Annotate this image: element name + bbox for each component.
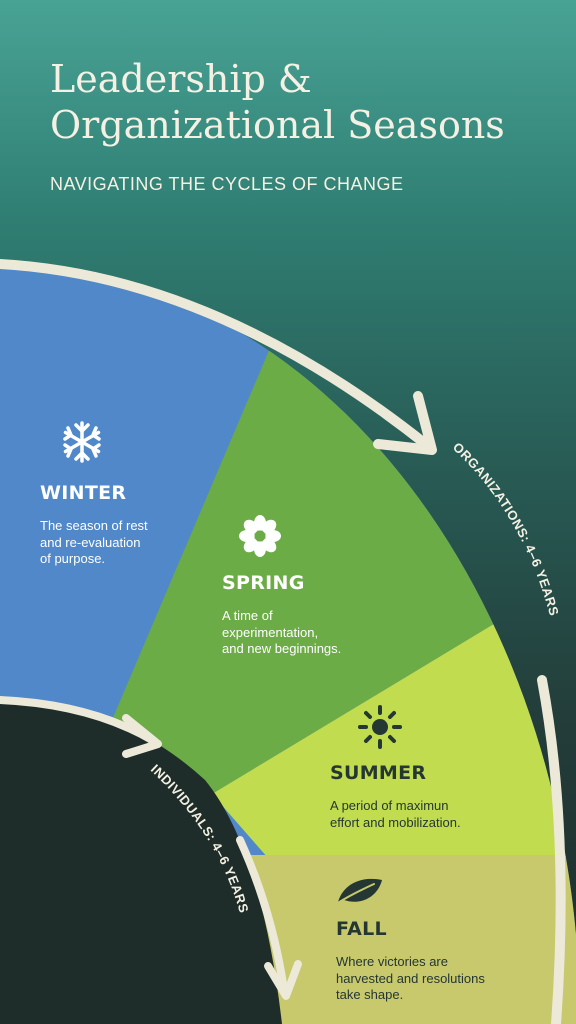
- winter-description-line-2: and re-evaluation: [40, 534, 141, 550]
- summer-season: SUMMER A period of maximun effort and mo…: [330, 762, 461, 831]
- fall-description-line-2: harvested and resolutions: [336, 970, 485, 986]
- summer-description-line-1: A period of maximun: [330, 798, 449, 813]
- fall-segment: [248, 855, 576, 1024]
- spring-description-line-2: experimentation,: [222, 624, 319, 640]
- snowflake-icon: [63, 421, 101, 463]
- title-line-1: Leadership &: [50, 57, 312, 101]
- leaf-icon: [335, 878, 382, 905]
- sun-icon: [358, 705, 402, 749]
- flower-icon: [239, 515, 281, 557]
- summer-description-line-2: effort and mobilization.: [330, 814, 461, 830]
- winter-description-line-3: of purpose.: [40, 551, 106, 566]
- winter-description: The season of rest and re-evaluation of …: [40, 518, 148, 568]
- organizations-cycle-arrow: [0, 259, 566, 1024]
- inner-dark-region: [0, 698, 282, 1024]
- individuals-cycle-arrow: [0, 696, 302, 1000]
- spring-description: A time of experimentation, and new begin…: [222, 608, 341, 658]
- spring-title: SPRING: [222, 572, 305, 594]
- page-subtitle: NAVIGATING THE CYCLES OF CHANGE: [50, 174, 404, 194]
- fall-description: Where victories are harvested and resolu…: [336, 954, 485, 1004]
- winter-title: WINTER: [40, 482, 127, 504]
- fall-title: FALL: [336, 918, 387, 940]
- fall-description-line-3: take shape.: [336, 987, 404, 1002]
- fall-season: FALL Where victories are harvested and r…: [336, 918, 485, 1004]
- spring-description-line-1: A time of: [222, 608, 273, 623]
- page-title: Leadership & Organizational Seasons: [50, 56, 550, 148]
- spring-season: SPRING A time of experimentation, and ne…: [222, 572, 341, 658]
- summer-description: A period of maximun effort and mobilizat…: [330, 798, 461, 831]
- winter-season: WINTER The season of rest and re-evaluat…: [40, 482, 148, 568]
- winter-description-line-1: The season of rest: [40, 518, 148, 533]
- summer-title: SUMMER: [330, 762, 427, 784]
- fall-description-line-1: Where victories are: [336, 954, 448, 969]
- spring-description-line-3: and new beginnings.: [222, 641, 342, 656]
- title-line-2: Organizational Seasons: [50, 103, 505, 147]
